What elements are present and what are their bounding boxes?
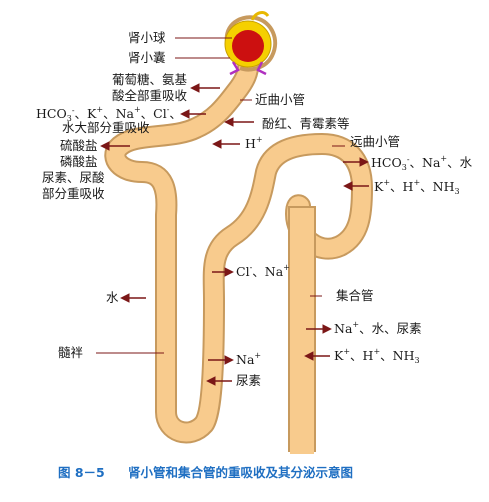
na-text: 、Na bbox=[103, 106, 134, 121]
cd-nh-text: 、NH bbox=[380, 348, 414, 363]
hco3-text: HCO bbox=[36, 106, 67, 121]
distal-h-text: 、H bbox=[390, 179, 414, 194]
label-cd-k-line: K+、H+、NH3 bbox=[334, 347, 420, 365]
label-loop-urea: 尿素 bbox=[236, 373, 261, 388]
loop-cl-text: Cl bbox=[236, 264, 250, 279]
caption-title: 肾小管和集合管的重吸收及其分泌示意图 bbox=[128, 465, 353, 480]
label-glucose-2: 酸全部重吸收 bbox=[112, 88, 188, 103]
label-proximal: 近曲小管 bbox=[255, 92, 305, 107]
distal-k-text: K bbox=[374, 179, 384, 194]
cl-text: 、Cl bbox=[141, 106, 167, 121]
label-hco3-line: HCO3-、K+、Na+、Cl-、 bbox=[36, 105, 182, 123]
k-charge: + bbox=[96, 105, 103, 114]
cd-na-charge: + bbox=[352, 320, 359, 329]
label-h-prox: H+ bbox=[245, 135, 263, 151]
label-water-most: 水大部分重吸收 bbox=[62, 120, 150, 135]
label-cd-na-line: Na+、水、尿素 bbox=[334, 320, 422, 336]
label-distal-k-line: K+、H+、NH3 bbox=[374, 178, 460, 196]
distal-nh-text: 、NH bbox=[420, 179, 454, 194]
glomerulus-capsule bbox=[224, 11, 278, 76]
figure-caption: 图 8－5 肾小管和集合管的重吸收及其分泌示意图 bbox=[58, 465, 353, 480]
cd-h-charge: + bbox=[373, 347, 380, 356]
efferent-vessel bbox=[256, 61, 267, 76]
label-loop: 髓袢 bbox=[58, 345, 83, 360]
glomerulus-core bbox=[232, 30, 264, 62]
distal-na-charge: + bbox=[440, 154, 447, 163]
cd-k-charge: + bbox=[343, 347, 350, 356]
label-loop-cl-line: Cl-、Na+ bbox=[236, 263, 290, 279]
loop-na-charge: + bbox=[283, 263, 290, 272]
cd-na-text: Na bbox=[334, 321, 353, 336]
distal-water-text: 、水 bbox=[447, 155, 473, 170]
label-distal-hco3-line: HCO3-、Na+、水 bbox=[371, 154, 473, 172]
collecting-duct-fill bbox=[290, 208, 314, 454]
label-glucose-1: 葡萄糖、氨基 bbox=[112, 72, 188, 87]
hco3-charge: - bbox=[72, 106, 75, 115]
capsule-outline bbox=[224, 15, 278, 72]
label-sulfate: 硫酸盐 bbox=[60, 138, 98, 153]
label-distal: 远曲小管 bbox=[350, 134, 400, 149]
h-prox-text: H bbox=[245, 136, 256, 151]
distal-hco3-sub: 3 bbox=[402, 163, 407, 172]
cd-nh-sub: 3 bbox=[415, 356, 420, 365]
distal-h-charge: + bbox=[413, 178, 420, 187]
h-prox-charge: + bbox=[256, 135, 263, 144]
distal-na-text: 、Na bbox=[410, 155, 441, 170]
label-phenol: 酚红、青霉素等 bbox=[262, 116, 350, 131]
loop-na2-charge: + bbox=[254, 351, 261, 360]
caption-number: 图 8－5 bbox=[58, 465, 105, 480]
label-capsule: 肾小囊 bbox=[128, 50, 166, 65]
label-partial: 部分重吸收 bbox=[42, 186, 105, 201]
distal-hco3-charge: - bbox=[407, 155, 410, 164]
loop-na-text: 、Na bbox=[252, 264, 283, 279]
loop-na2-text: Na bbox=[236, 352, 255, 367]
leader-lines bbox=[96, 37, 345, 354]
transport-arrows bbox=[100, 83, 369, 386]
loop-cl-charge: - bbox=[250, 263, 253, 272]
label-glomerulus: 肾小球 bbox=[128, 30, 166, 45]
afferent-vessel bbox=[229, 61, 240, 76]
distal-k-charge: + bbox=[383, 178, 390, 187]
text-labels: 肾小球 肾小囊 葡萄糖、氨基 酸全部重吸收 近曲小管 HCO3-、K+、Na+、… bbox=[36, 30, 473, 388]
hco3-sub: 3 bbox=[67, 114, 72, 123]
cl-charge: - bbox=[167, 105, 170, 114]
label-collecting: 集合管 bbox=[336, 288, 374, 303]
na-charge: + bbox=[134, 105, 141, 114]
label-loop-water: 水 bbox=[106, 290, 119, 305]
label-urea-uric: 尿素、尿酸 bbox=[42, 170, 105, 185]
label-phosphate: 磷酸盐 bbox=[60, 154, 98, 169]
comma-text: 、 bbox=[169, 106, 182, 121]
distal-hco3-text: HCO bbox=[371, 155, 402, 170]
capsule-tip bbox=[250, 11, 270, 21]
cd-rest-text: 、水、尿素 bbox=[359, 321, 422, 336]
k-text: 、K bbox=[75, 106, 98, 121]
cd-h-text: 、H bbox=[350, 348, 374, 363]
cd-k-text: K bbox=[334, 348, 344, 363]
label-loop-na2-line: Na+ bbox=[236, 351, 261, 367]
distal-nh-sub: 3 bbox=[455, 187, 460, 196]
